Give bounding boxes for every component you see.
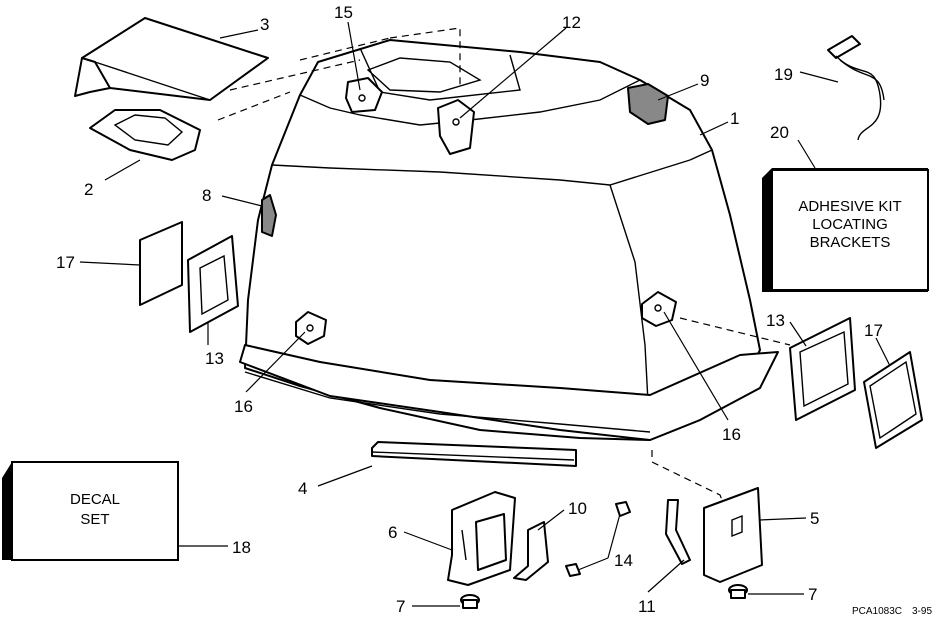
callout-8: 8	[202, 186, 211, 205]
bracket-part-16-left	[295, 311, 327, 345]
decal-set-line-1: DECAL	[70, 491, 120, 508]
callout-10: 10	[568, 499, 587, 518]
clip-part-10	[513, 521, 549, 581]
callout-4: 4	[298, 479, 307, 498]
callout-14: 14	[614, 551, 633, 570]
engine-cover-part-1	[239, 39, 779, 441]
decal-set-box-part-18: DECAL SET	[2, 461, 179, 561]
gasket-part-13-right	[789, 317, 856, 421]
callout-16-left: 16	[234, 397, 253, 416]
assembly-line-right	[651, 317, 791, 501]
callout-17-right: 17	[864, 321, 883, 340]
callout-11: 11	[638, 597, 656, 616]
callout-19: 19	[774, 65, 793, 84]
drawing-revision: 3-95	[912, 606, 932, 617]
latch-bracket-part-6	[447, 491, 516, 586]
adhesive-kit-line-1: ADHESIVE KIT	[798, 198, 901, 215]
grommet-part-7-left	[460, 594, 480, 609]
callout-17-left: 17	[56, 253, 75, 272]
drawing-code: PCA1083C	[852, 606, 902, 617]
callout-13-left: 13	[205, 349, 224, 368]
adhesive-kit-line-3: BRACKETS	[810, 234, 891, 251]
gasket-part-13-left	[187, 235, 239, 333]
trim-strip-part-4	[371, 441, 577, 467]
screw-icon	[654, 304, 662, 312]
top-cover-part-3	[74, 17, 269, 101]
callout-9: 9	[700, 71, 709, 90]
callout-12: 12	[562, 13, 581, 32]
callout-20: 20	[770, 123, 789, 142]
seal-part-17-left	[139, 221, 183, 306]
seal-part-17-right	[863, 351, 923, 449]
gasket-part-2	[89, 109, 201, 161]
assembly-line-hood	[217, 27, 461, 121]
callout-6: 6	[388, 523, 397, 542]
callout-1: 1	[730, 109, 739, 128]
adhesive-applicator-part-19	[827, 35, 885, 141]
screw-icon	[452, 118, 460, 126]
callout-15: 15	[334, 3, 353, 22]
bracket-part-11	[665, 499, 691, 565]
callout-2: 2	[84, 180, 93, 199]
callout-3: 3	[260, 15, 269, 34]
patch-part-8	[261, 194, 277, 237]
screw-icon	[358, 94, 366, 102]
decal-set-line-2: SET	[80, 511, 109, 528]
screw-part-14-top	[615, 501, 631, 517]
callout-7-left: 7	[396, 597, 405, 616]
leader-lines	[79, 21, 891, 607]
callout-13-right: 13	[766, 311, 785, 330]
callout-7-right: 7	[808, 585, 817, 604]
adhesive-kit-box-part-20: ADHESIVE KIT LOCATING BRACKETS	[762, 168, 929, 292]
grommet-part-7-right	[728, 584, 748, 599]
adhesive-kit-line-2: LOCATING	[812, 216, 888, 233]
callout-18: 18	[232, 538, 251, 557]
patch-part-9	[627, 83, 669, 125]
callout-labels: 3 2 15 12 9 1 20 19 8 17 13 16 13 17 16 …	[56, 3, 883, 616]
callout-5: 5	[810, 509, 819, 528]
screw-icon	[306, 324, 314, 332]
screw-part-14-bottom	[565, 563, 581, 577]
callout-16-right: 16	[722, 425, 741, 444]
